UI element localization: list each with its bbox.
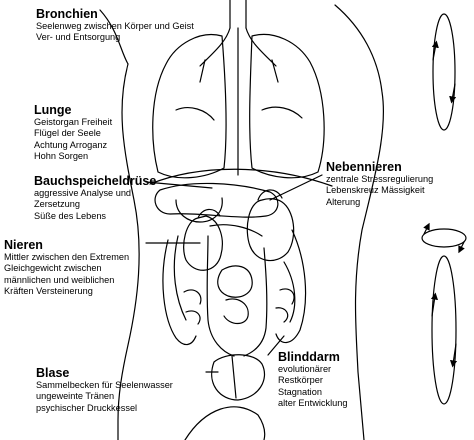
blinddarm-line: Restkörper: [278, 375, 323, 386]
label-nieren: Nieren Mittler zwischen den Extremen Gle…: [4, 238, 129, 297]
blase-title: Blase: [36, 366, 70, 380]
nieren-line: männlichen und weiblichen: [4, 274, 115, 285]
nebennieren-line: Lebenskreuz Mässigkeit: [326, 185, 425, 196]
lunge-line: Achtung Arroganz: [34, 139, 108, 150]
rotation-arrow-middle-icon: [421, 222, 467, 254]
nieren-line: Kräften Versteinerung: [4, 285, 93, 296]
blase-organ: [211, 354, 266, 401]
pointer-lines: [145, 174, 323, 373]
bauchspeicheldruese-title: Bauchspeicheldrüse: [34, 174, 157, 188]
label-lunge: Lunge Geistorgan Freiheit Flügel der See…: [34, 103, 112, 162]
lunge-title: Lunge: [34, 103, 72, 117]
nebennieren-line: Alterung: [326, 196, 361, 207]
lunge-line: Geistorgan Freiheit: [34, 117, 113, 127]
nieren-line: Mittler zwischen den Extremen: [4, 252, 130, 262]
blase-line: psychischer Druckkessel: [36, 402, 138, 413]
label-bauchspeicheldruese: Bauchspeicheldrüse aggressive Analyse un…: [34, 174, 156, 222]
bauchspeicheldruese-line: aggressive Analyse und: [34, 188, 132, 198]
bronchien-organ: [199, 0, 279, 176]
intestines: [162, 229, 307, 346]
lunge-line: Flügel der Seele: [34, 128, 101, 139]
rotation-arrow-bottom-icon: [430, 255, 458, 405]
blinddarm-line: alter Entwicklung: [278, 397, 348, 408]
nieren-organ: [183, 198, 295, 357]
lunge-organ: [152, 33, 325, 179]
bronchien-title: Bronchien: [36, 7, 98, 21]
label-nebennieren: Nebennieren zentrale Stressregulierung L…: [326, 160, 433, 208]
label-blinddarm: Blinddarm evolutionärer Restkörper Stagn…: [278, 350, 347, 409]
blinddarm-title: Blinddarm: [278, 350, 340, 364]
rotation-arrow-top-icon: [431, 13, 457, 131]
label-bronchien: Bronchien Seelenweg zwischen Körper und …: [36, 7, 194, 44]
bronchien-line: Seelenweg zwischen Körper und Geist: [36, 21, 194, 31]
bauchspeicheldruese-organ: [154, 182, 279, 237]
nieren-line: Gleichgewicht zwischen: [4, 263, 102, 274]
nebennieren-title: Nebennieren: [326, 160, 402, 174]
blase-line: Sammelbecken für Seelenwasser: [36, 380, 173, 390]
blinddarm-line: evolutionärer: [278, 364, 332, 374]
bauchspeicheldruese-line: Süße des Lebens: [34, 210, 107, 221]
nebennieren-line: zentrale Stressregulierung: [326, 174, 434, 184]
label-blase: Blase Sammelbecken für Seelenwasser unge…: [36, 366, 173, 414]
body-outline: [99, 4, 385, 440]
blinddarm-line: Stagnation: [278, 386, 322, 397]
lunge-line: Hohn Sorgen: [34, 150, 89, 161]
diaphragm-line: [149, 168, 333, 187]
nebennieren-organ: [197, 189, 283, 219]
blase-line: ungeweinte Tränen: [36, 391, 115, 402]
nieren-title: Nieren: [4, 238, 43, 252]
bronchien-line: Ver- und Entsorgung: [36, 32, 121, 43]
bauchspeicheldruese-line: Zersetzung: [34, 199, 80, 210]
